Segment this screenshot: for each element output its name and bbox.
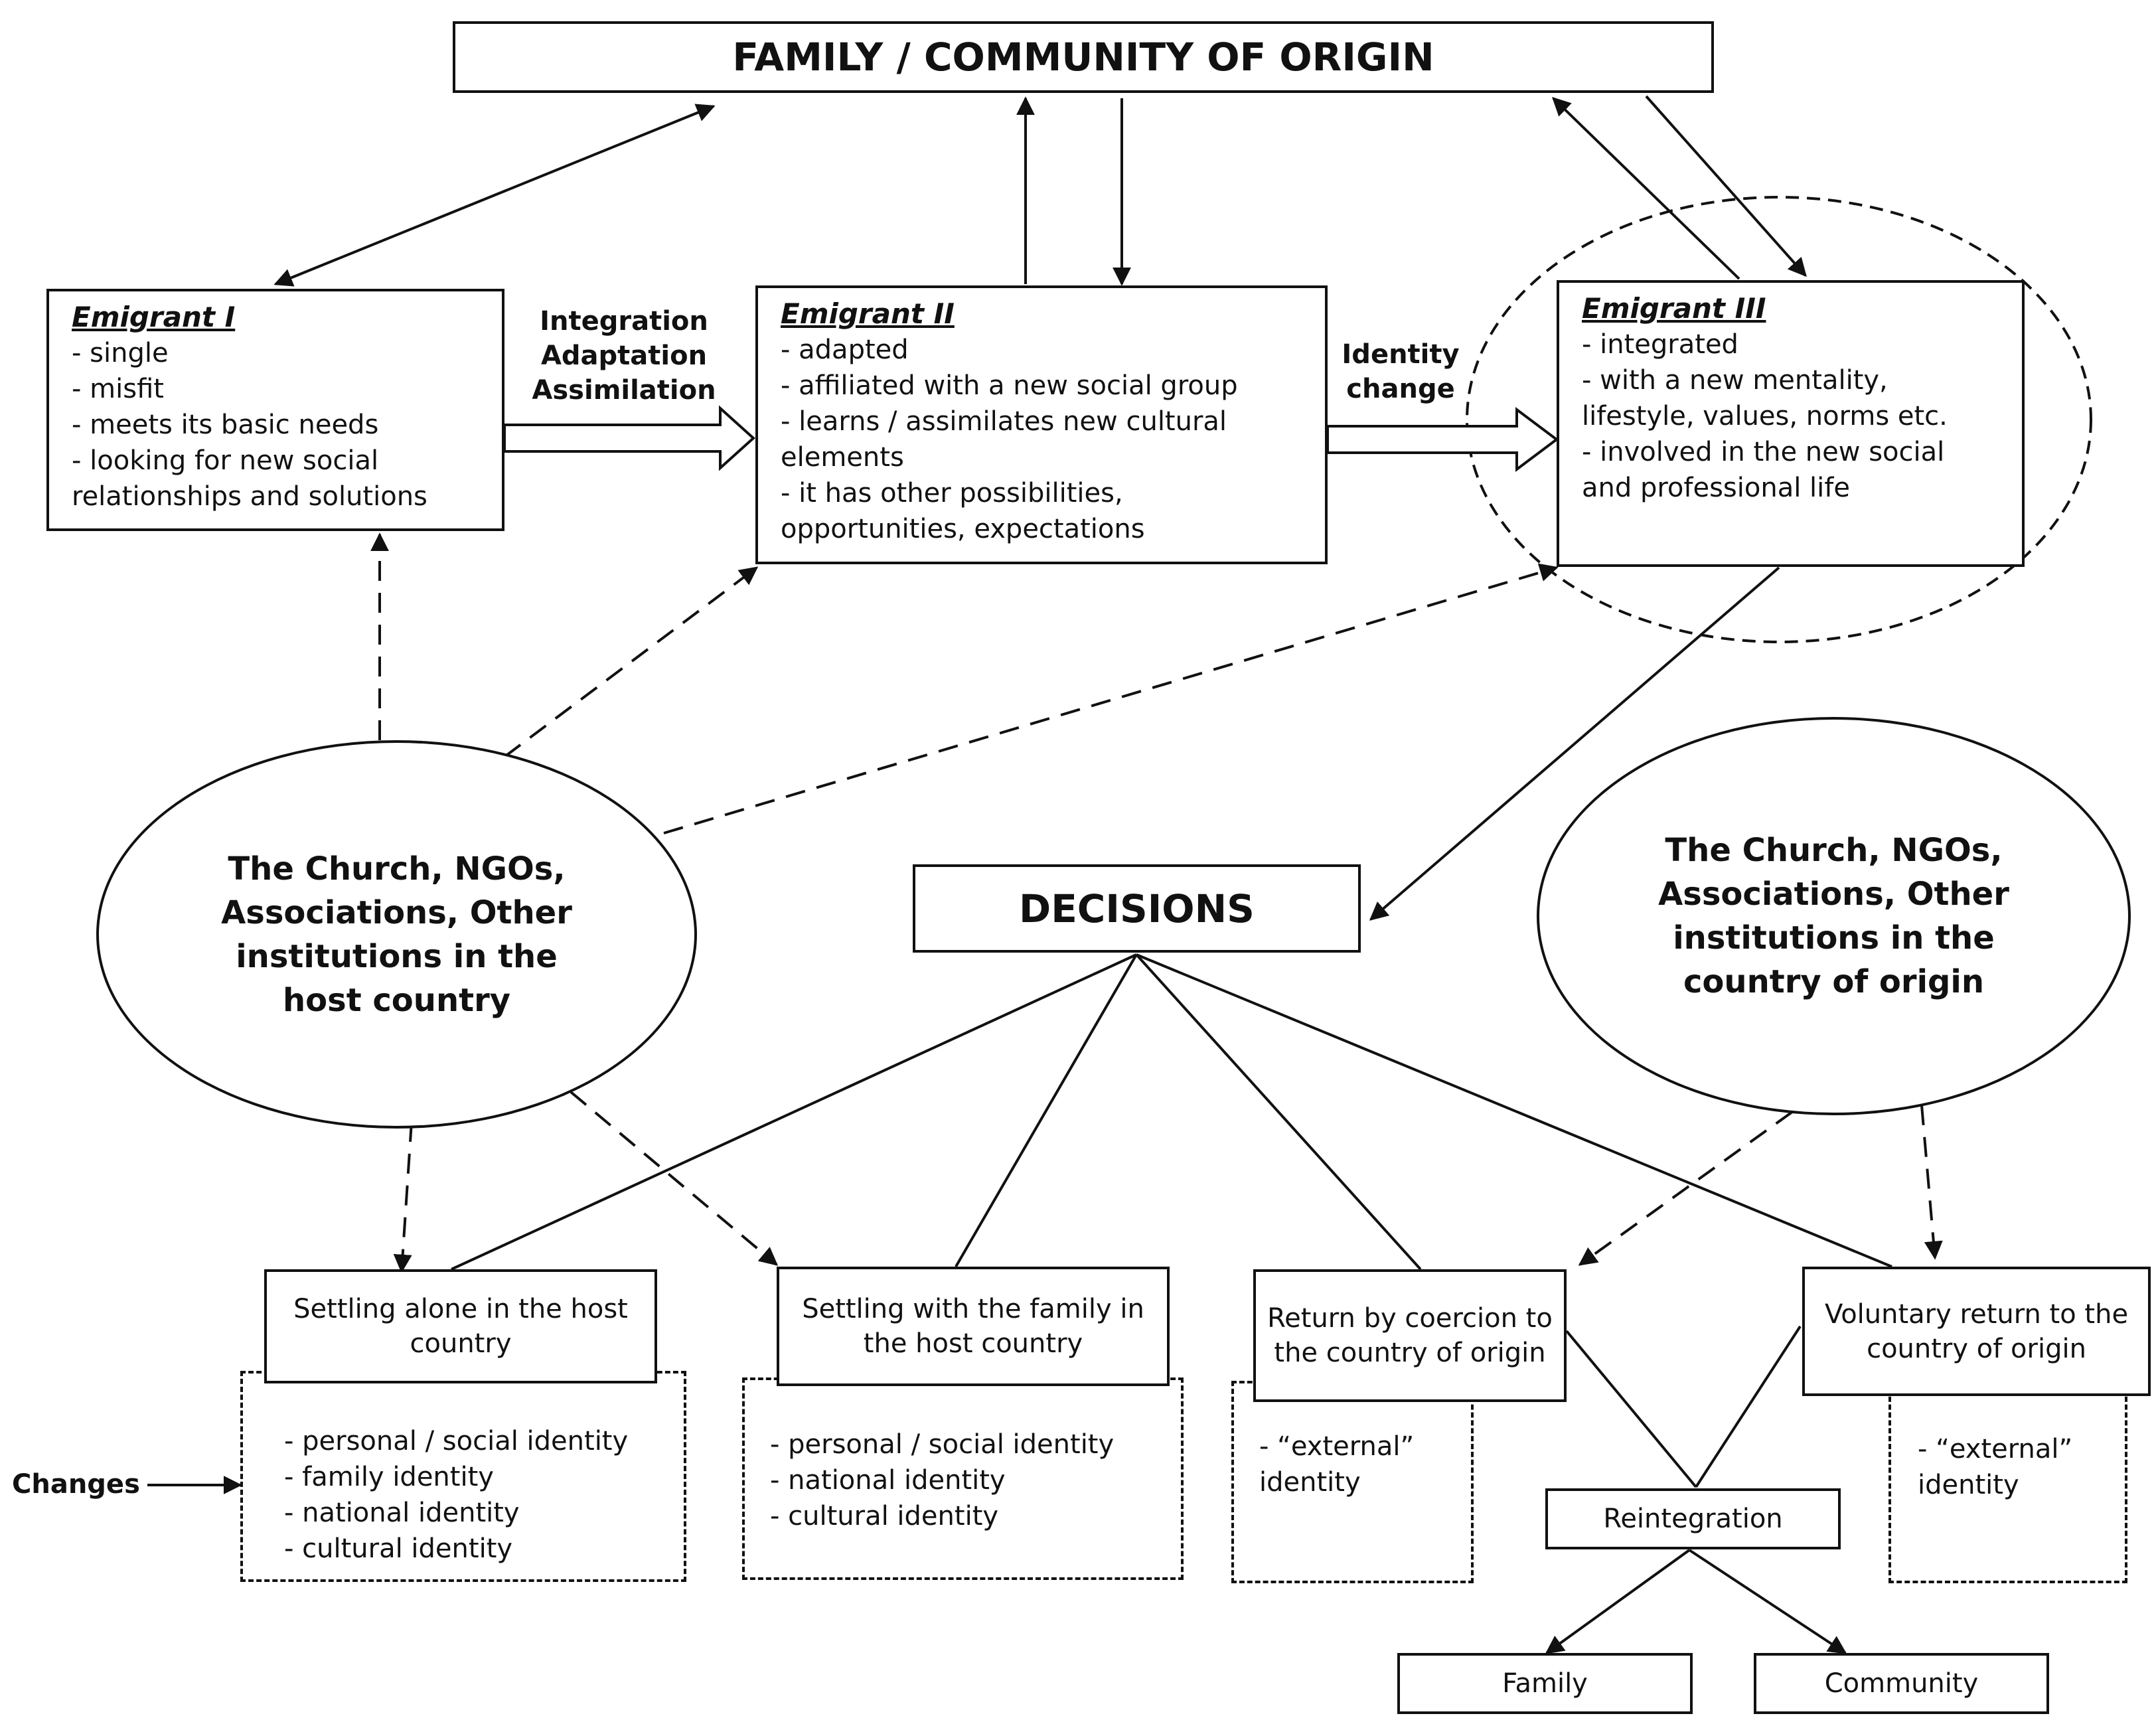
dashed-origin-outcome4 [1920, 1105, 1943, 1260]
family-label: Family [1502, 1668, 1588, 1699]
outcome-label: Voluntary return to the country of origi… [1824, 1298, 2129, 1364]
emigrant3-box: Emigrant III - integrated - with a new m… [1557, 280, 2025, 567]
outcome-return-coercion: Return by coercion to the country of ori… [1253, 1269, 1567, 1402]
host-institutions-ellipse: The Church, NGOs, Associations, Other in… [96, 740, 697, 1129]
emigrant1-item: - single [72, 338, 169, 368]
arrow-emigrant3-up [1551, 97, 1740, 280]
emigrant1-item: - meets its basic needs [72, 410, 379, 440]
line-outcome3-reintegration [1565, 1330, 1697, 1488]
arrow-reintegration-community [1688, 1549, 1847, 1654]
changes-label: Changes [12, 1469, 140, 1500]
transition-label-second: Identity change [1324, 337, 1477, 406]
emigrant2-title: Emigrant II [781, 297, 955, 330]
origin-institutions-ellipse: The Church, NGOs, Associations, Other in… [1537, 717, 2131, 1115]
emigrant3-item: - integrated [1582, 329, 1738, 360]
arrow-origin-emigrant1 [273, 104, 716, 287]
line-decisions-outcome3 [1135, 953, 1422, 1271]
emigrant2-item: - affiliated with a new social group [781, 370, 1238, 401]
identity-change-item: - personal / social identity [770, 1429, 1115, 1460]
emigrant3-dashed-ellipse [1466, 196, 2092, 643]
line-decisions-outcome2 [955, 953, 1138, 1268]
identity-changes-box-3: - “external” identity [1231, 1381, 1474, 1583]
emigrant1-item: - misfit [72, 374, 164, 404]
transition-word: Identity [1342, 339, 1460, 370]
identity-changes-box-4: - “external” identity [1888, 1381, 2127, 1583]
block-arrow-emigrant2-3 [1326, 407, 1559, 472]
identity-changes-box-1: - personal / social identity - family id… [240, 1371, 686, 1582]
transition-label-first: Integration Adaptation Assimilation [524, 304, 724, 408]
community-label: Community [1824, 1668, 1979, 1699]
line-outcome4-reintegration [1695, 1325, 1802, 1488]
outcome-settling-alone: Settling alone in the host country [264, 1269, 657, 1383]
arrow-origin-down-emigrant3 [1645, 95, 1807, 277]
emigrant2-box: Emigrant II - adapted - affiliated with … [755, 285, 1328, 564]
block-arrow-emigrant1-2 [503, 405, 755, 471]
transition-word: Adaptation [540, 341, 708, 371]
transition-word: change [1346, 374, 1455, 404]
transition-word: Assimilation [532, 375, 716, 406]
emigrant3-item: - with a new mentality, lifestyle, value… [1582, 365, 1948, 432]
origin-institutions-text: The Church, NGOs, Associations, Other in… [1658, 832, 2009, 1000]
dashed-origin-outcome3 [1578, 1111, 1794, 1266]
line-decisions-outcome4 [1136, 953, 1892, 1268]
dashed-host-emigrant3 [663, 563, 1559, 834]
dashed-host-emigrant2 [503, 566, 759, 758]
decisions-title: DECISIONS [1019, 886, 1255, 931]
arrow-reintegration-family [1545, 1549, 1691, 1654]
identity-change-item: - cultural identity [284, 1533, 513, 1564]
outcome-label: Return by coercion to the country of ori… [1267, 1303, 1553, 1368]
emigrant1-item: - looking for new social relationships a… [72, 445, 427, 512]
host-institutions-text: The Church, NGOs, Associations, Other in… [221, 850, 572, 1019]
dashed-host-outcome2 [570, 1091, 779, 1266]
identity-change-item: - family identity [284, 1462, 494, 1492]
identity-change-item: - personal / social identity [284, 1426, 629, 1456]
identity-change-item: - national identity [770, 1465, 1006, 1496]
outcome-label: Settling with the family in the host cou… [802, 1294, 1144, 1359]
emigrant1-title: Emigrant I [72, 301, 236, 333]
line-decisions-outcome1 [451, 953, 1137, 1271]
identity-change-item: - national identity [284, 1498, 520, 1528]
emigrant1-box: Emigrant I - single - misfit - meets its… [46, 289, 504, 531]
transition-word: Integration [540, 306, 708, 337]
outcome-label: Settling alone in the host country [293, 1294, 628, 1359]
outcome-settling-family: Settling with the family in the host cou… [777, 1267, 1170, 1386]
decisions-box: DECISIONS [913, 864, 1361, 953]
arrow-emigrant3-decisions [1369, 566, 1780, 921]
family-community-origin-box: FAMILY / COMMUNITY OF ORIGIN [453, 21, 1714, 93]
identity-changes-box-2: - personal / social identity - national … [742, 1377, 1184, 1580]
emigrant2-item: - adapted [781, 335, 909, 365]
identity-change-item: - cultural identity [770, 1501, 999, 1531]
emigrant2-item: - learns / assimilates new cultural elem… [781, 406, 1227, 473]
emigrant2-item: - it has other possibilities, opportunit… [781, 478, 1145, 544]
identity-change-item: - “external” identity [1918, 1434, 2073, 1500]
identity-change-item: - “external” identity [1259, 1431, 1415, 1498]
family-box: Family [1397, 1653, 1693, 1714]
reintegration-label: Reintegration [1603, 1504, 1783, 1534]
family-community-origin-title: FAMILY / COMMUNITY OF ORIGIN [732, 35, 1434, 80]
emigrant3-title: Emigrant III [1582, 292, 1766, 325]
emigrant3-item: - involved in the new social and profess… [1582, 437, 1945, 503]
outcome-voluntary-return: Voluntary return to the country of origi… [1802, 1267, 2151, 1396]
community-box: Community [1754, 1653, 2049, 1714]
reintegration-box: Reintegration [1545, 1488, 1841, 1549]
dashed-host-outcome1 [393, 1121, 413, 1273]
